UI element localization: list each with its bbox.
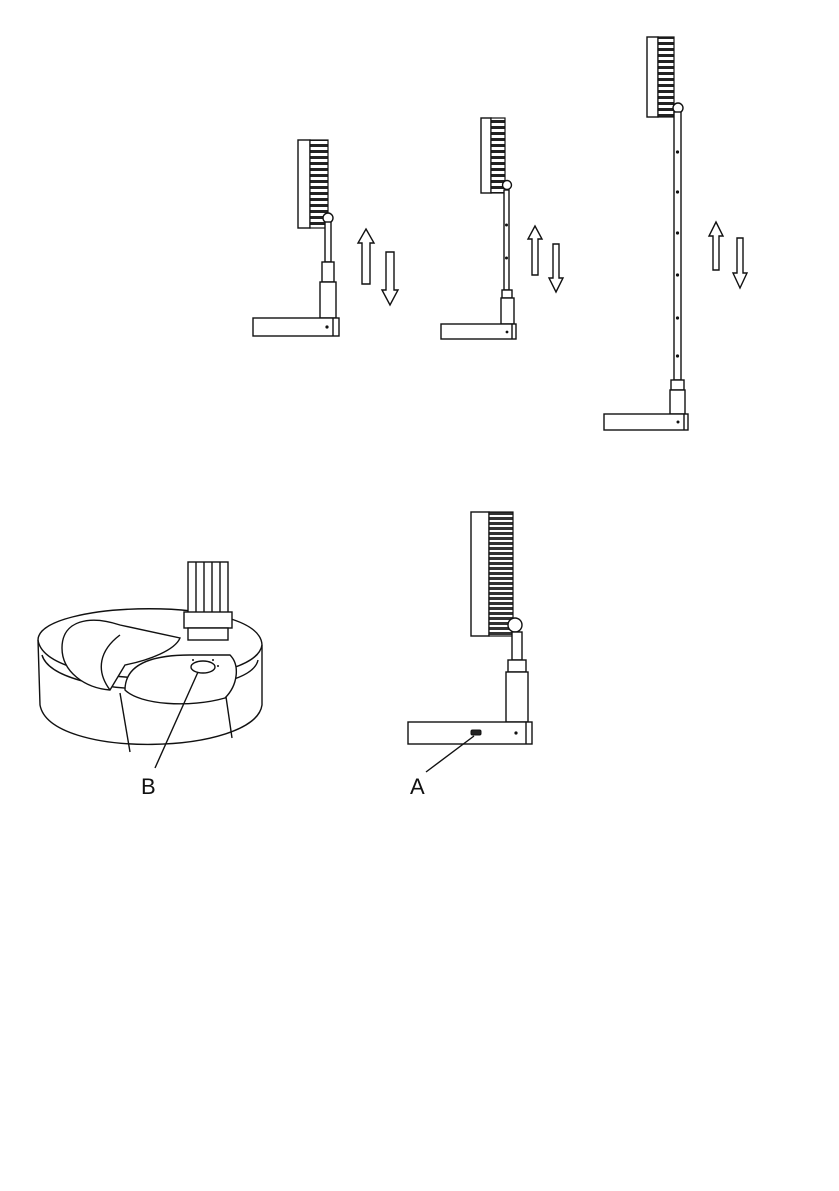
- up-arrow-icon: [528, 226, 542, 275]
- fan-base: [441, 324, 516, 339]
- callout-b: B: [141, 774, 156, 799]
- pole-base-sleeve: [670, 390, 685, 414]
- pole-section: [325, 222, 331, 262]
- pole-base-sleeve: [320, 282, 336, 318]
- fan-medium: [441, 118, 563, 339]
- fan-base: [604, 414, 688, 430]
- usb-port-icon: [471, 730, 481, 735]
- fan-tall: [604, 37, 747, 430]
- pole-section: [504, 190, 509, 290]
- fan-head-icon: [647, 37, 683, 117]
- callout-a: A: [410, 774, 425, 799]
- down-arrow-icon: [733, 238, 747, 288]
- pole-section: [671, 380, 684, 390]
- down-arrow-icon: [549, 244, 563, 292]
- pole-section: [502, 290, 512, 298]
- up-arrow-icon: [709, 222, 723, 270]
- fan-short: [253, 140, 398, 336]
- power-button-icon: [191, 661, 215, 673]
- pole-section: [512, 632, 522, 660]
- fan-head-icon: [481, 118, 512, 193]
- fan-base: [408, 722, 532, 744]
- base-closeup: [38, 562, 262, 768]
- down-arrow-icon: [382, 252, 398, 305]
- pole-base-sleeve: [501, 298, 514, 324]
- pole-section: [508, 660, 526, 672]
- pole-base-sleeve: [506, 672, 528, 722]
- pole-section: [322, 262, 334, 282]
- fan-head-icon: [298, 140, 333, 228]
- fan-head-icon: [471, 512, 522, 636]
- side-view: [408, 512, 532, 772]
- up-arrow-icon: [358, 229, 374, 284]
- pole-section: [188, 562, 228, 614]
